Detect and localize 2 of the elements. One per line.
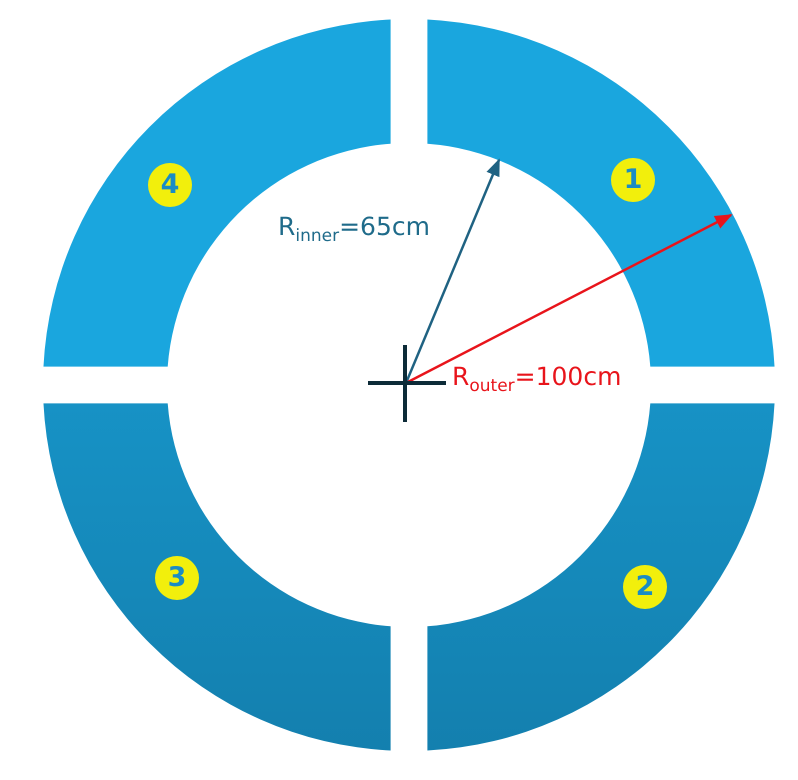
dimension-label: R$_{inner}$=65cm [278, 212, 430, 246]
dimension-label: R$_{outer}$=100cm [452, 362, 622, 396]
